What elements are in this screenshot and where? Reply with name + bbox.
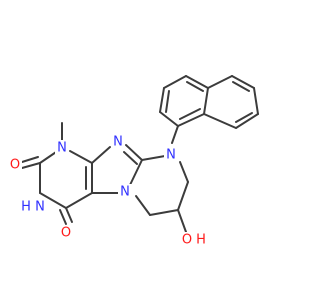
- o2-bg: [8, 157, 22, 174]
- bond-n9-c9a: [125, 144, 143, 161]
- oh-o-bg: [180, 232, 194, 249]
- bond-n3-c4: [39, 192, 67, 209]
- atom-o6: O: [61, 226, 71, 241]
- bond-c11-c12: [177, 181, 189, 211]
- atom-n9: N: [113, 135, 123, 150]
- n5-bg: [118, 184, 132, 201]
- bond-naph-b1: [207, 75, 233, 89]
- atom-n10: N: [166, 148, 176, 163]
- bond-c12-c13: [149, 209, 179, 216]
- bond-n10-naph: [171, 125, 179, 144]
- bond-naph-a2-double: [165, 90, 170, 113]
- atom-n3: N: [35, 200, 45, 215]
- n1-bg: [55, 140, 69, 157]
- atom-oh-o: O: [182, 233, 192, 248]
- bond-naph-a4-double: [186, 81, 204, 92]
- bond-c12-oh: [177, 209, 187, 233]
- bond-c4-o6-double: [59, 209, 67, 225]
- bond-naph-a5: [203, 87, 209, 115]
- molecule-structure: N N H N N N O O O H: [8, 75, 259, 249]
- bond-naph-a4: [185, 75, 209, 89]
- bond-naph-b3: [253, 87, 259, 115]
- atom-n5: N: [120, 185, 130, 200]
- bond-naph-b4-double: [235, 112, 253, 123]
- bond-naph-a2: [159, 87, 165, 113]
- bond-n9-c9a-double: [123, 151, 138, 165]
- bond-c13-n5: [135, 195, 151, 216]
- bond-naph-a1: [159, 111, 179, 127]
- n10-bg: [164, 147, 178, 164]
- n3-bg: [33, 199, 47, 216]
- bond-naph-a6: [177, 113, 205, 127]
- bond-naph-b4: [235, 113, 259, 129]
- atom-labels: N N H N N N O O O H: [8, 134, 208, 249]
- oh-h-bg: [194, 232, 208, 249]
- bond-c8a-n1: [69, 150, 93, 164]
- bond-naph-a3: [163, 75, 187, 89]
- bond-naph-b2-double: [232, 81, 250, 92]
- atom-nh: H: [21, 200, 31, 215]
- bond-naph-b5: [203, 113, 237, 129]
- bond-c4-c4a: [65, 192, 93, 209]
- bond-c4-o6: [65, 207, 73, 223]
- bond-c9a-n5: [129, 159, 143, 186]
- bond-c9a-n10: [141, 155, 166, 161]
- bond-naph-a6-double: [179, 108, 201, 120]
- bond-c8a-n9: [91, 146, 111, 164]
- atom-o2: O: [10, 158, 20, 173]
- atom-n1: N: [57, 141, 67, 156]
- bonds: [21, 75, 259, 233]
- bond-naph-b2: [231, 75, 255, 89]
- atom-oh-h: H: [196, 233, 206, 248]
- o6-bg: [59, 225, 73, 242]
- bond-c2-o2-double: [21, 156, 39, 163]
- bond-c2-o2: [21, 162, 41, 169]
- bond-n10-c11: [179, 161, 189, 183]
- n9-bg: [111, 134, 125, 151]
- nh-bg: [19, 199, 33, 216]
